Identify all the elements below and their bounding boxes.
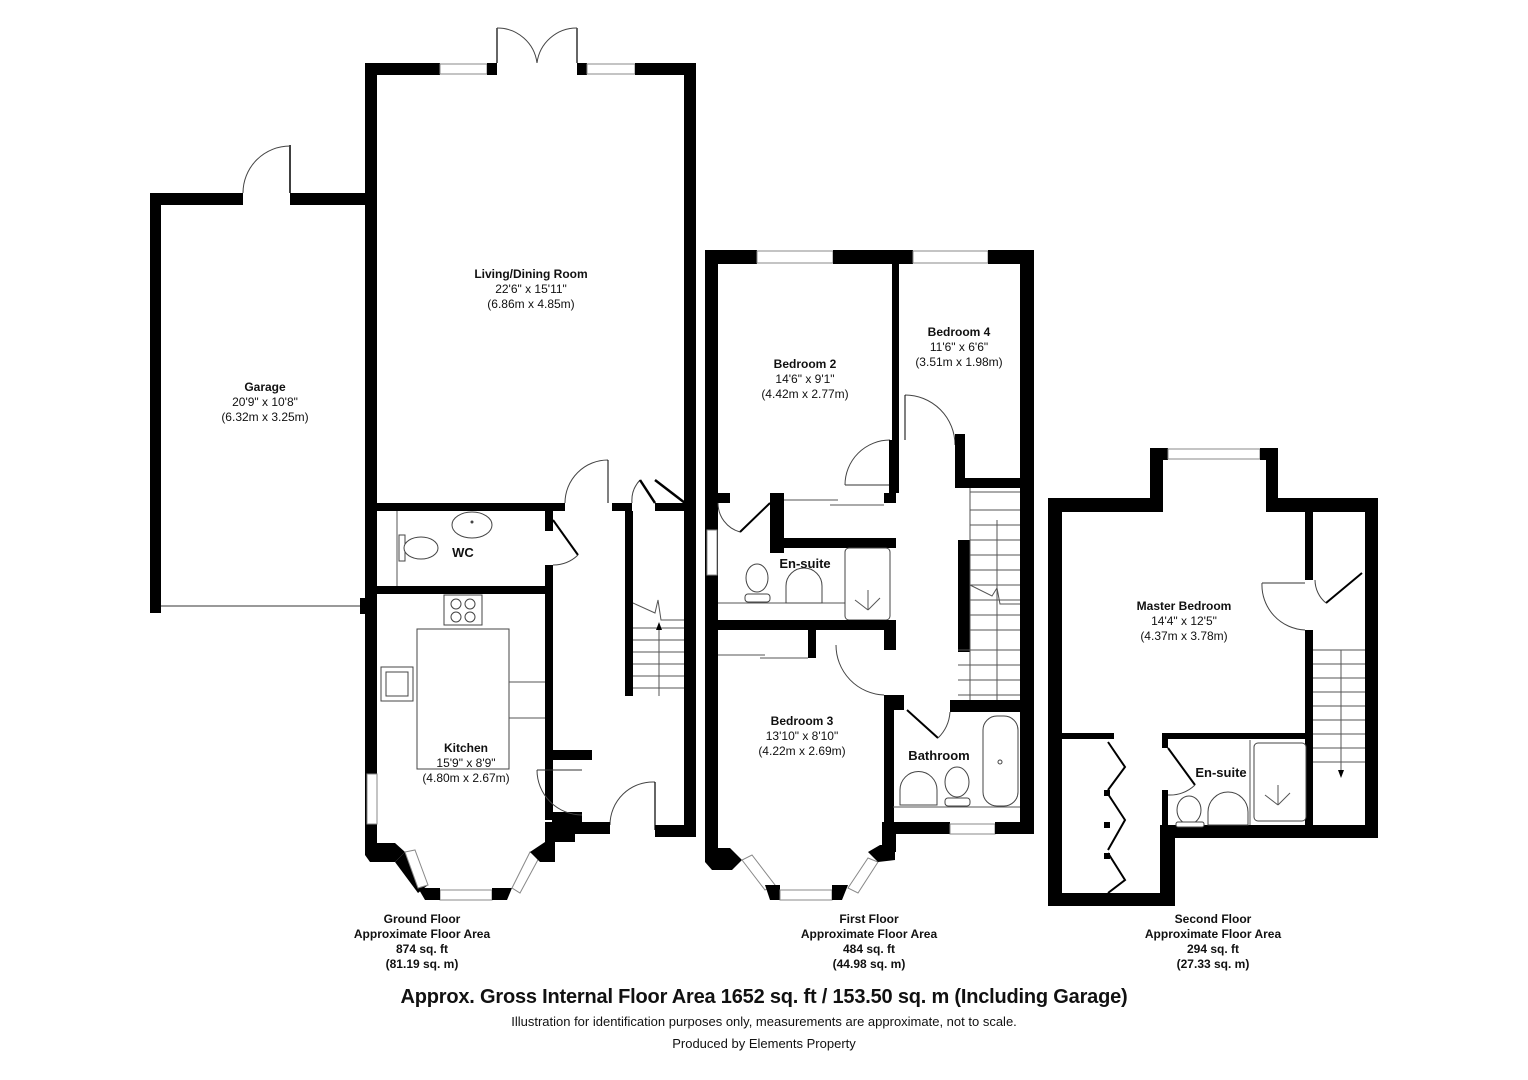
room-name: Kitchen <box>443 741 488 755</box>
floor-caption-second: Second Floor Approximate Floor Area 294 … <box>1145 912 1281 972</box>
room-dimensions-imperial: 13'10" x 8'10" <box>765 729 839 743</box>
gross-floor-area-title: Approx. Gross Internal Floor Area 1652 s… <box>400 986 1128 1008</box>
floor-caption-first: First Floor Approximate Floor Area 484 s… <box>801 912 937 972</box>
disclaimer-text: Illustration for identification purposes… <box>511 1014 1017 1029</box>
floor-area-label: Approximate Floor Area <box>353 927 491 941</box>
room-dimensions-imperial: 20'9" x 10'8" <box>232 395 298 409</box>
floor-name: Second Floor <box>1174 912 1252 926</box>
floor-caption-ground: Ground Floor Approximate Floor Area 874 … <box>354 912 490 972</box>
room-dimensions-metric: (4.42m x 2.77m) <box>761 387 849 401</box>
room-name: WC <box>452 545 474 560</box>
floor-area-sqm: (81.19 sq. m) <box>385 957 459 971</box>
room-name: Living/Dining Room <box>474 267 588 281</box>
second-floor-plan <box>1048 448 1378 906</box>
room-name: Bedroom 4 <box>927 325 991 339</box>
room-label-bedroom-4: Bedroom 4 11'6" x 6'6" (3.51m x 1.98m) <box>915 325 1002 370</box>
room-label-wc: WC <box>452 545 474 560</box>
room-dimensions-imperial: 15'9" x 8'9" <box>436 756 496 770</box>
room-dimensions-imperial: 11'6" x 6'6" <box>929 340 989 354</box>
producer-credit: Produced by Elements Property <box>672 1036 856 1051</box>
room-label-living-dining: Living/Dining Room 22'6" x 15'11" (6.86m… <box>474 267 587 312</box>
floor-area-label: Approximate Floor Area <box>800 927 938 941</box>
room-dimensions-metric: (4.22m x 2.69m) <box>758 744 846 758</box>
floor-area-sqm: (44.98 sq. m) <box>832 957 906 971</box>
room-dimensions-imperial: 22'6" x 15'11" <box>495 282 567 296</box>
room-label-garage: Garage 20'9" x 10'8" (6.32m x 3.25m) <box>221 380 308 425</box>
room-name: Bedroom 3 <box>770 714 834 728</box>
floor-area-sqft: 294 sq. ft <box>1186 942 1240 956</box>
room-dimensions-metric: (6.86m x 4.85m) <box>487 297 575 311</box>
room-dimensions-metric: (3.51m x 1.98m) <box>915 355 1003 369</box>
room-dimensions-metric: (4.37m x 3.78m) <box>1140 629 1228 643</box>
floor-area-sqft: 874 sq. ft <box>395 942 449 956</box>
room-dimensions-imperial: 14'4" x 12'5" <box>1151 614 1217 628</box>
ground-floor-plan <box>150 27 696 901</box>
room-name: Bathroom <box>908 748 970 763</box>
room-name: Bedroom 2 <box>773 357 837 371</box>
room-label-first-floor-en-suite: En-suite <box>779 556 830 571</box>
floor-name: First Floor <box>839 912 899 926</box>
room-dimensions-metric: (6.32m x 3.25m) <box>221 410 309 424</box>
room-label-kitchen: Kitchen 15'9" x 8'9" (4.80m x 2.67m) <box>422 741 509 786</box>
room-label-second-floor-en-suite: En-suite <box>1195 765 1246 780</box>
room-label-bedroom-3: Bedroom 3 13'10" x 8'10" (4.22m x 2.69m) <box>758 714 845 759</box>
room-label-master-bedroom: Master Bedroom 14'4" x 12'5" (4.37m x 3.… <box>1137 599 1232 644</box>
room-label-bedroom-2: Bedroom 2 14'6" x 9'1" (4.42m x 2.77m) <box>761 357 848 402</box>
room-name: En-suite <box>779 556 831 571</box>
room-name: Garage <box>244 380 286 394</box>
room-name: Master Bedroom <box>1136 599 1232 613</box>
floor-area-sqft: 484 sq. ft <box>842 942 896 956</box>
first-floor-plan <box>705 250 1034 901</box>
room-label-bathroom: Bathroom <box>908 748 969 763</box>
floor-area-label: Approximate Floor Area <box>1144 927 1282 941</box>
floor-name: Ground Floor <box>383 912 461 926</box>
room-name: En-suite <box>1195 765 1247 780</box>
floor-area-sqm: (27.33 sq. m) <box>1176 957 1250 971</box>
room-dimensions-metric: (4.80m x 2.67m) <box>422 771 510 785</box>
room-dimensions-imperial: 14'6" x 9'1" <box>775 372 835 386</box>
